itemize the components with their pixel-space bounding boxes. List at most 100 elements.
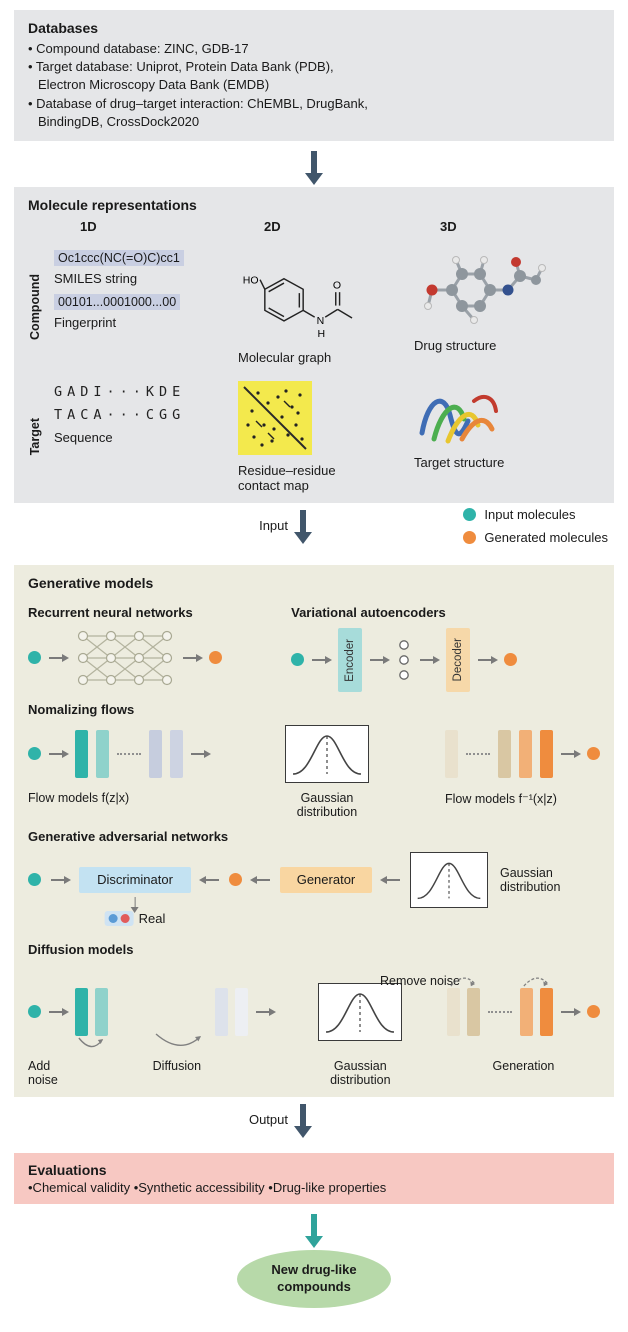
- drug-structure-label: Drug structure: [414, 337, 497, 353]
- representations-title: Molecule representations: [28, 196, 197, 213]
- evaluations-panel: Evaluations •Chemical validity •Syntheti…: [14, 1152, 614, 1204]
- input-molecule-dot-icon: [463, 507, 477, 521]
- generation-segment: Generation: [446, 977, 600, 1073]
- real-label: Real: [138, 910, 166, 926]
- encoder-box: Encoder: [338, 627, 363, 692]
- rnn-vae-section: Recurrent neural networks: [28, 595, 600, 692]
- vae-block: Variational autoencoders Encoder: [291, 595, 600, 692]
- generated-dot-icon: [209, 651, 222, 665]
- generated-dot-icon: [229, 873, 242, 887]
- arrow-left-icon: [199, 876, 219, 883]
- diffusion-label: Diffusion: [152, 1058, 202, 1073]
- gan-gaussian-label: Gaussian distribution: [500, 865, 561, 894]
- target-structure-label: Target structure: [414, 454, 505, 470]
- generated-dot-icon: [586, 1005, 600, 1019]
- real-indicator: Real: [104, 896, 166, 926]
- encoder-label: Encoder: [344, 638, 357, 682]
- representations-grid: 1D 2D 3D Compound Oc1ccc(NC(=O)C)cc1 SMI…: [28, 219, 600, 493]
- rnn-block: Recurrent neural networks: [28, 595, 291, 692]
- result-ellipse: New drug-like compounds: [237, 1249, 391, 1308]
- decoder-box: Decoder: [446, 627, 471, 692]
- atom-n: N: [317, 315, 325, 327]
- arrow-right-icon: [370, 656, 391, 663]
- legend: Input molecules Generated molecules: [463, 507, 608, 545]
- generation-step-bar: [519, 987, 533, 1036]
- databases-title: Databases: [28, 20, 99, 36]
- sequence-line-2: TACA···CGG: [54, 406, 186, 423]
- atom-ho: HO: [243, 274, 259, 286]
- molecular-graph-icon: HO N H O: [243, 274, 353, 340]
- diffusion-block: Diffusion models Remove noise: [28, 942, 600, 1087]
- arrow-right-icon: [478, 656, 499, 663]
- arrow-right-icon: [183, 654, 203, 661]
- real-dot-icon: [108, 913, 118, 923]
- gaussian-distribution-box: [318, 982, 403, 1041]
- gan-title: Generative adversarial networks: [28, 828, 229, 844]
- add-noise-segment: Add noise: [28, 983, 108, 1087]
- fake-dot-icon: [120, 913, 130, 923]
- evaluations-title: Evaluations: [28, 1161, 107, 1178]
- diffusion-step-bar: [75, 987, 88, 1036]
- diffusion-gaussian-segment: Gaussian distribution: [318, 982, 403, 1087]
- ellipsis-dots-icon: [466, 752, 490, 755]
- discriminator-wrap: Discriminator Real: [79, 866, 191, 926]
- gan-block: Generative adversarial networks Discrimi…: [28, 828, 600, 926]
- remove-noise-arc-icon: [450, 977, 476, 987]
- arrow-right-icon: [312, 656, 333, 663]
- remove-noise-label: Remove noise: [380, 973, 460, 988]
- flow-layer-bar: [170, 729, 183, 778]
- nf-gaussian-label: Gaussian distribution: [296, 790, 358, 819]
- nf-inverse-label: Flow models f⁻¹(x|z): [445, 791, 557, 806]
- diffusion-row: Add noise Diffusion: [28, 977, 600, 1087]
- diffusion-step-bar: [95, 987, 108, 1036]
- diffusion-segment: Diffusion: [152, 983, 276, 1073]
- input-dot-icon: [28, 747, 41, 761]
- flow-layer-bar: [540, 729, 553, 778]
- real-fake-dots-icon: [104, 910, 134, 926]
- flow-layer-bar: [498, 729, 511, 778]
- arrow-left-icon: [250, 876, 270, 883]
- add-noise-label: Add noise: [28, 1058, 58, 1087]
- generative-title: Generative models: [28, 574, 154, 591]
- input-dot-icon: [28, 651, 41, 665]
- bell-curve-icon: [417, 862, 481, 900]
- arrow-right-icon: [49, 654, 69, 661]
- nf-title: Nomalizing flows: [28, 701, 135, 717]
- generated-dot-icon: [587, 747, 600, 761]
- diffusion-gaussian-label: Gaussian distribution: [330, 1058, 391, 1087]
- smiles-label: SMILES string: [54, 270, 138, 286]
- diffusion-step-bar: [234, 987, 248, 1036]
- fingerprint-label: Fingerprint: [54, 314, 117, 330]
- arrow-down-small-icon: [134, 896, 136, 907]
- column-header-2d: 2D: [264, 218, 281, 234]
- row-label-target: Target: [28, 418, 42, 456]
- flow-arrow-down-icon: [311, 150, 317, 173]
- drug-structure-icon: [424, 255, 546, 324]
- generation-step-bar: [466, 987, 480, 1036]
- input-arrow-icon: [300, 509, 306, 532]
- gaussian-distribution-box: [285, 724, 369, 783]
- generation-label: Generation: [492, 1058, 555, 1073]
- diffusion-arc-icon: [155, 1033, 201, 1046]
- column-header-1d: 1D: [80, 218, 97, 234]
- flow-layer-bar: [75, 729, 88, 778]
- output-label: Output: [248, 1111, 288, 1127]
- contact-map-label: Residue–residue contact map: [238, 462, 336, 493]
- generator-box: Generator: [280, 866, 372, 893]
- generative-models-panel: Generative models Recurrent neural netwo…: [14, 564, 614, 1097]
- nf-block: Nomalizing flows Flow models f(z|x): [28, 702, 600, 819]
- flow-layer-bar: [519, 729, 532, 778]
- nf-forward-label: Flow models f(z|x): [28, 790, 130, 805]
- compound-2d-cell: HO N H O Molecular graph: [238, 250, 414, 365]
- legend-generated: Generated molecules: [463, 530, 608, 545]
- vae-row: Encoder Decoder: [291, 627, 600, 692]
- arrow-right-icon: [191, 750, 211, 757]
- arrow-right-icon: [420, 656, 441, 663]
- rnn-network-icon: [77, 630, 173, 686]
- output-flow-row: Output: [0, 1097, 628, 1153]
- molecular-graph-label: Molecular graph: [238, 349, 332, 365]
- bell-curve-icon: [292, 735, 362, 775]
- fingerprint-value: 00101...0001000...00: [54, 293, 181, 310]
- contact-map-icon: [238, 380, 312, 455]
